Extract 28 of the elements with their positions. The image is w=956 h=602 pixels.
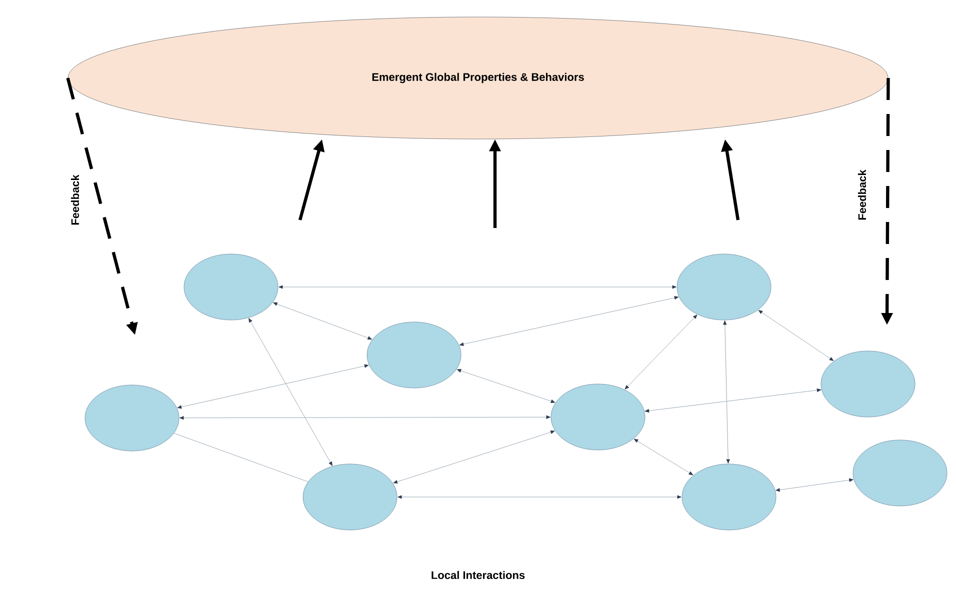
arrow [624,314,698,390]
arrow [180,415,550,420]
edge-label: Feedback [70,174,80,225]
arrow [457,369,555,403]
arrow [393,430,555,484]
ellipse-node [184,254,278,320]
edge-label: Feedback [858,170,866,220]
arrow [758,310,834,361]
ellipse-node [852,440,948,506]
ellipse-node [302,464,398,530]
arrow [248,318,332,466]
ellipse-node: Emergent Global Properties & Behaviors [68,16,888,140]
arrow [460,296,678,346]
arrow [723,320,730,464]
ellipse-node [550,384,646,450]
arrow [278,285,676,289]
arrow [644,388,822,413]
arrow [398,495,682,499]
ellipse-node [682,464,776,530]
caption-label: Local Interactions [432,570,525,580]
arrow [634,438,693,476]
ellipse-node [366,322,462,388]
arrow [776,478,854,492]
arrow [273,302,372,340]
ellipse-node [820,350,916,418]
ellipse-node [84,384,180,452]
arrow [177,364,369,409]
ellipse-node [676,254,772,320]
